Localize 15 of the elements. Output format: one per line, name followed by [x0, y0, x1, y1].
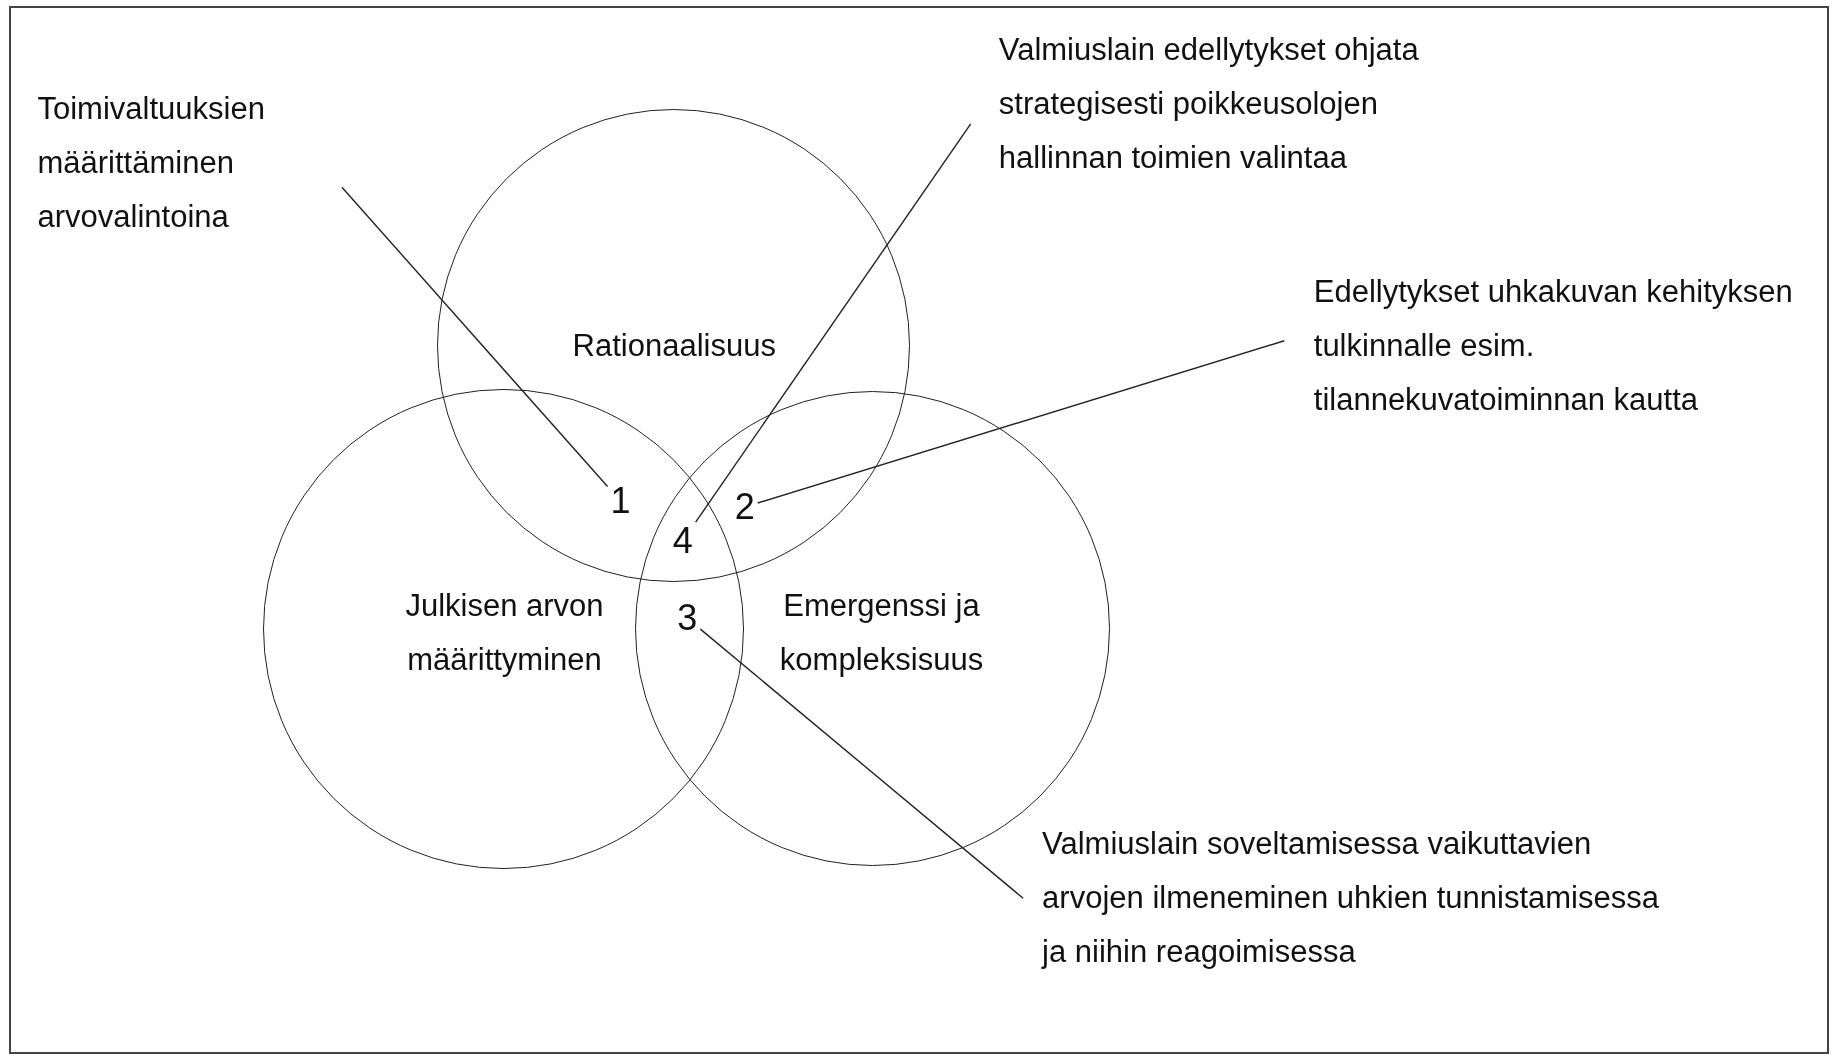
leader-line	[341, 186, 609, 488]
leader-line	[757, 340, 1285, 504]
circle-label: Emergenssi ja kompleksisuus	[778, 587, 985, 680]
callout-number: 3	[677, 598, 698, 639]
callout-number: 4	[672, 520, 693, 561]
callout-number: 1	[610, 481, 631, 522]
annotation-text: Valmiuslain soveltamisessa vaikuttavien arvojen ilmeneminen uhkien tunnistamisessa ja niihin reagoimisessa	[1042, 817, 1675, 980]
annotation-text: Toimivaltuuksien määrittäminen arvovalintoina	[37, 81, 342, 244]
circle-label: Julkisen arvon määrittyminen	[404, 587, 605, 680]
annotation-text: Edellytykset uhkakuvan kehityksen tulkinnalle esim. tilannekuvatoiminnan kautta	[1313, 264, 1806, 427]
annotation-text: Valmiuslain edellytykset ohjata strategisesti poikkeusolojen hallinnan toimien valintaa	[998, 23, 1468, 186]
callout-number: 2	[734, 487, 755, 527]
leader-line	[694, 123, 972, 523]
circle-label: Rationaalisuus	[571, 327, 777, 366]
leader-line	[699, 628, 1024, 899]
